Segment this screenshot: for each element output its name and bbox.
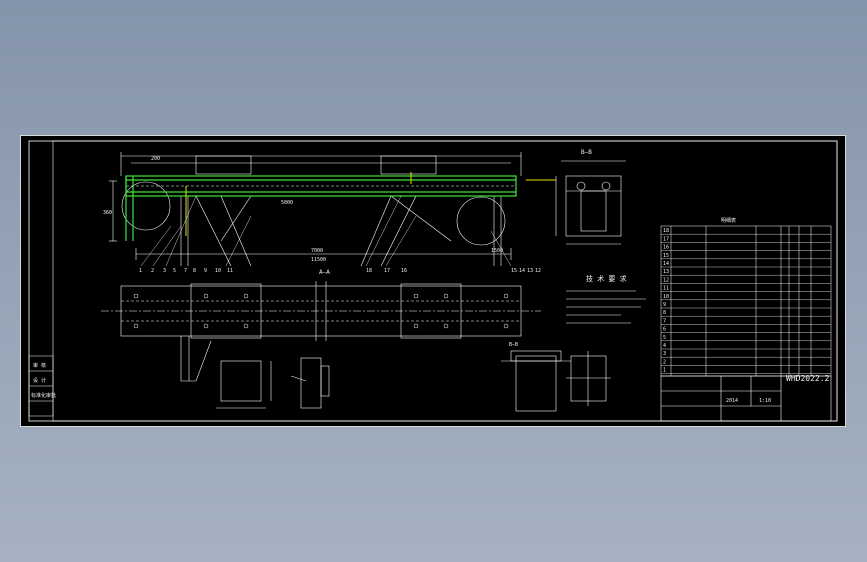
balloon-number: 11: [227, 268, 233, 274]
parts-list-rows: 18 17 16 15 14 13 12 11 10 9 8 7 6 5 4 3 2 1: [661, 228, 831, 374]
table-row-number: 14: [663, 261, 669, 267]
table-row-number: 6: [663, 327, 666, 333]
detail-view-4: [566, 351, 611, 406]
balloon-number: 1: [139, 268, 142, 274]
highlighted-selection[interactable]: [125, 175, 517, 241]
table-row-number: 18: [663, 228, 669, 234]
balloon-number: 5: [173, 268, 176, 274]
table-row-number: 3: [663, 351, 666, 357]
inner-border: [52, 140, 838, 422]
yellow-markers: [185, 172, 556, 236]
balloon-number: 9: [204, 268, 207, 274]
table-row-number: 17: [663, 236, 669, 242]
table-row-number: 4: [663, 343, 666, 349]
dim-small-text: 200: [151, 156, 160, 162]
cad-drawing-canvas: 审 核 设 计 标准化审批: [28, 140, 838, 422]
table-row-number: 16: [663, 245, 669, 251]
left-title-text-3: 标准化审批: [31, 392, 56, 399]
sheet-border: [28, 140, 838, 422]
drawing-number: WHD2022.2: [786, 374, 830, 383]
balloon-number: 2: [151, 268, 154, 274]
table-row-number: 13: [663, 269, 669, 275]
balloon-number: 8: [193, 268, 196, 274]
table-title: 明细表: [721, 217, 736, 224]
section-bb-label: B—B: [581, 149, 592, 156]
balloon-leaders: [140, 195, 512, 267]
title-block: [660, 375, 832, 422]
dim-left-height-text: 360: [103, 210, 112, 216]
balloon-number: 16: [401, 268, 407, 274]
title-block-small: 2014: [726, 398, 738, 404]
dim-total-text: 11500: [311, 257, 326, 263]
left-title-strip: [28, 355, 54, 417]
cad-drawing-viewport[interactable]: 审 核 设 计 标准化审批: [20, 135, 846, 427]
balloon-number: 10: [215, 268, 221, 274]
label-bb-top: B—B: [509, 342, 518, 348]
dim-span-text: 5000: [281, 200, 293, 206]
table-row-number: 5: [663, 335, 666, 341]
table-row-number: 15: [663, 253, 669, 259]
left-title-text-2: 设 计: [33, 377, 46, 384]
left-title-text-1: 审 核: [33, 362, 46, 369]
title-block-scale: 1:10: [759, 398, 771, 404]
detail-view-2: [290, 357, 330, 409]
table-row-number: 1: [663, 368, 666, 374]
dim-right-text: 1500: [491, 248, 503, 254]
table-row-number: 9: [663, 302, 666, 308]
table-row-number: 11: [663, 286, 669, 292]
detail-view-1: [216, 360, 272, 409]
balloon-number: 3: [163, 268, 166, 274]
section-bb-view: [555, 160, 626, 245]
table-row-number: 7: [663, 318, 666, 324]
table-row-number: 10: [663, 294, 669, 300]
dim-mid-text: 7000: [311, 248, 323, 254]
table-row-number: 2: [663, 359, 666, 365]
table-row-number: 12: [663, 277, 669, 283]
balloon-number: 17: [384, 268, 390, 274]
detail-view-3: [501, 350, 571, 412]
section-aa-label: A—A: [319, 269, 330, 276]
tech-req-text-lines: [566, 290, 646, 324]
table-row-number: 8: [663, 310, 666, 316]
plan-view: [101, 281, 541, 382]
balloon-number: 13: [527, 268, 533, 274]
balloon-number: 12: [535, 268, 541, 274]
tech-req-title: 技 术 要 求: [586, 274, 627, 283]
balloon-number: 7: [184, 268, 187, 274]
balloon-number: 14: [519, 268, 525, 274]
balloon-number: 15: [511, 268, 517, 274]
parts-list-table: [660, 225, 832, 377]
balloon-number: 18: [366, 268, 372, 274]
